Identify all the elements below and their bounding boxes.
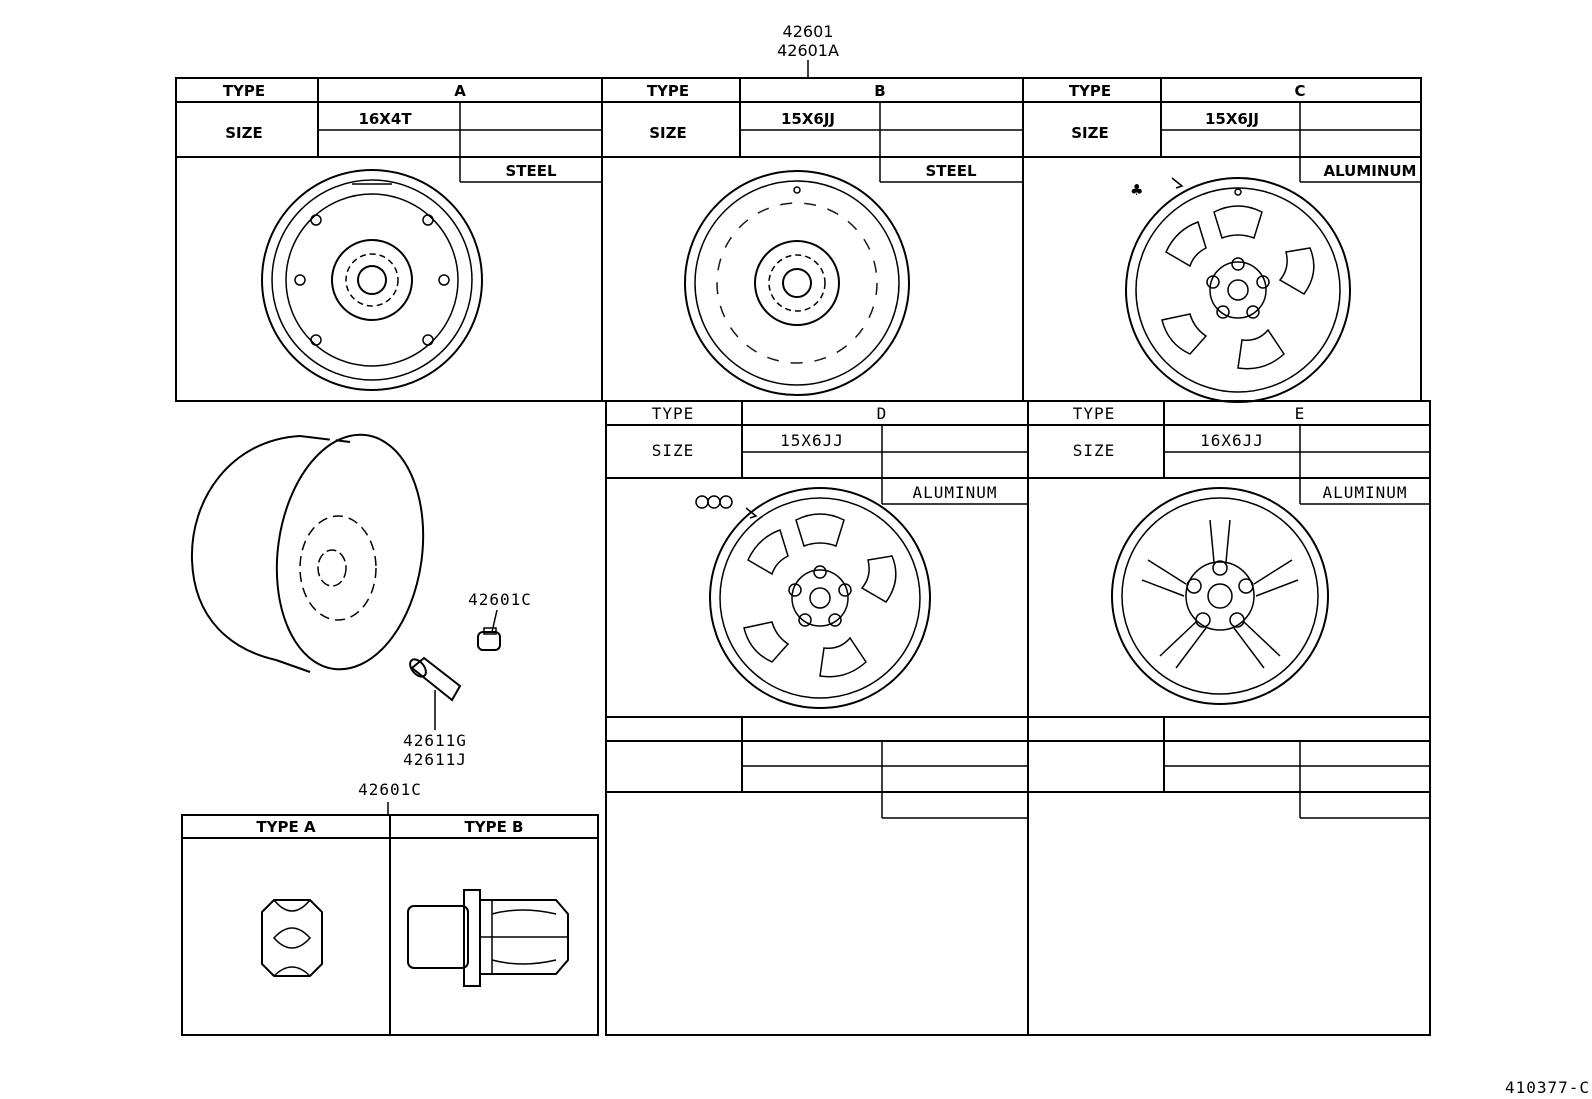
valve-cap-icon bbox=[477, 627, 501, 651]
valve-stem-icon bbox=[409, 656, 462, 702]
material-b: STEEL bbox=[925, 162, 977, 180]
material-a: STEEL bbox=[505, 162, 557, 180]
tire-assembly-drawing bbox=[190, 433, 425, 673]
callout-42601: 42601 bbox=[783, 22, 834, 41]
size-label-b: SIZE bbox=[649, 124, 687, 142]
wheel-b-drawing bbox=[684, 170, 910, 396]
callout-valve-2: 42611J bbox=[403, 750, 467, 769]
type-label-c: TYPE bbox=[1069, 82, 1111, 100]
material-d: ALUMINUM bbox=[912, 483, 997, 502]
size-value-d: 15X6JJ bbox=[780, 431, 844, 450]
wheel-d-drawing bbox=[695, 487, 931, 709]
size-label-d: SIZE bbox=[652, 441, 695, 460]
diagram-code: 410377-C bbox=[1505, 1078, 1590, 1097]
size-label-a: SIZE bbox=[225, 124, 263, 142]
callout-valve-1: 42611G bbox=[403, 731, 467, 750]
wheel-c-drawing: ♣ bbox=[1125, 177, 1351, 403]
type-value-c: C bbox=[1294, 82, 1305, 100]
empty-table-bottom bbox=[605, 716, 1431, 1036]
nut-type-a-label: TYPE A bbox=[256, 818, 316, 836]
size-label-e: SIZE bbox=[1073, 441, 1116, 460]
callout-cap: 42601C bbox=[468, 590, 532, 609]
size-value-b: 15X6JJ bbox=[781, 110, 835, 128]
type-value-e: E bbox=[1295, 404, 1306, 423]
size-value-e: 16X6JJ bbox=[1200, 431, 1264, 450]
logo-mark-c: ♣ bbox=[1130, 181, 1143, 199]
type-label-b: TYPE bbox=[647, 82, 689, 100]
type-label-e: TYPE bbox=[1073, 404, 1116, 423]
nut-table bbox=[181, 814, 599, 1036]
type-value-b: B bbox=[874, 82, 885, 100]
callout-nut: 42601C bbox=[358, 780, 422, 799]
wheel-table-mid-row bbox=[605, 400, 1431, 718]
callout-42601a: 42601A bbox=[777, 41, 839, 60]
lug-nut-type-a-icon bbox=[261, 899, 323, 977]
size-value-a: 16X4T bbox=[358, 110, 412, 128]
nut-type-b-label: TYPE B bbox=[465, 818, 524, 836]
lug-nut-type-b-icon bbox=[407, 889, 569, 987]
material-c: ALUMINUM bbox=[1324, 162, 1417, 180]
wheel-e-drawing bbox=[1111, 487, 1329, 705]
size-label-c: SIZE bbox=[1071, 124, 1109, 142]
material-e: ALUMINUM bbox=[1322, 483, 1407, 502]
type-label-d: TYPE bbox=[652, 404, 695, 423]
size-value-c: 15X6JJ bbox=[1205, 110, 1259, 128]
wheel-a-drawing bbox=[261, 169, 483, 391]
type-value-a: A bbox=[454, 82, 466, 100]
type-label-a: TYPE bbox=[223, 82, 265, 100]
type-value-d: D bbox=[877, 404, 888, 423]
